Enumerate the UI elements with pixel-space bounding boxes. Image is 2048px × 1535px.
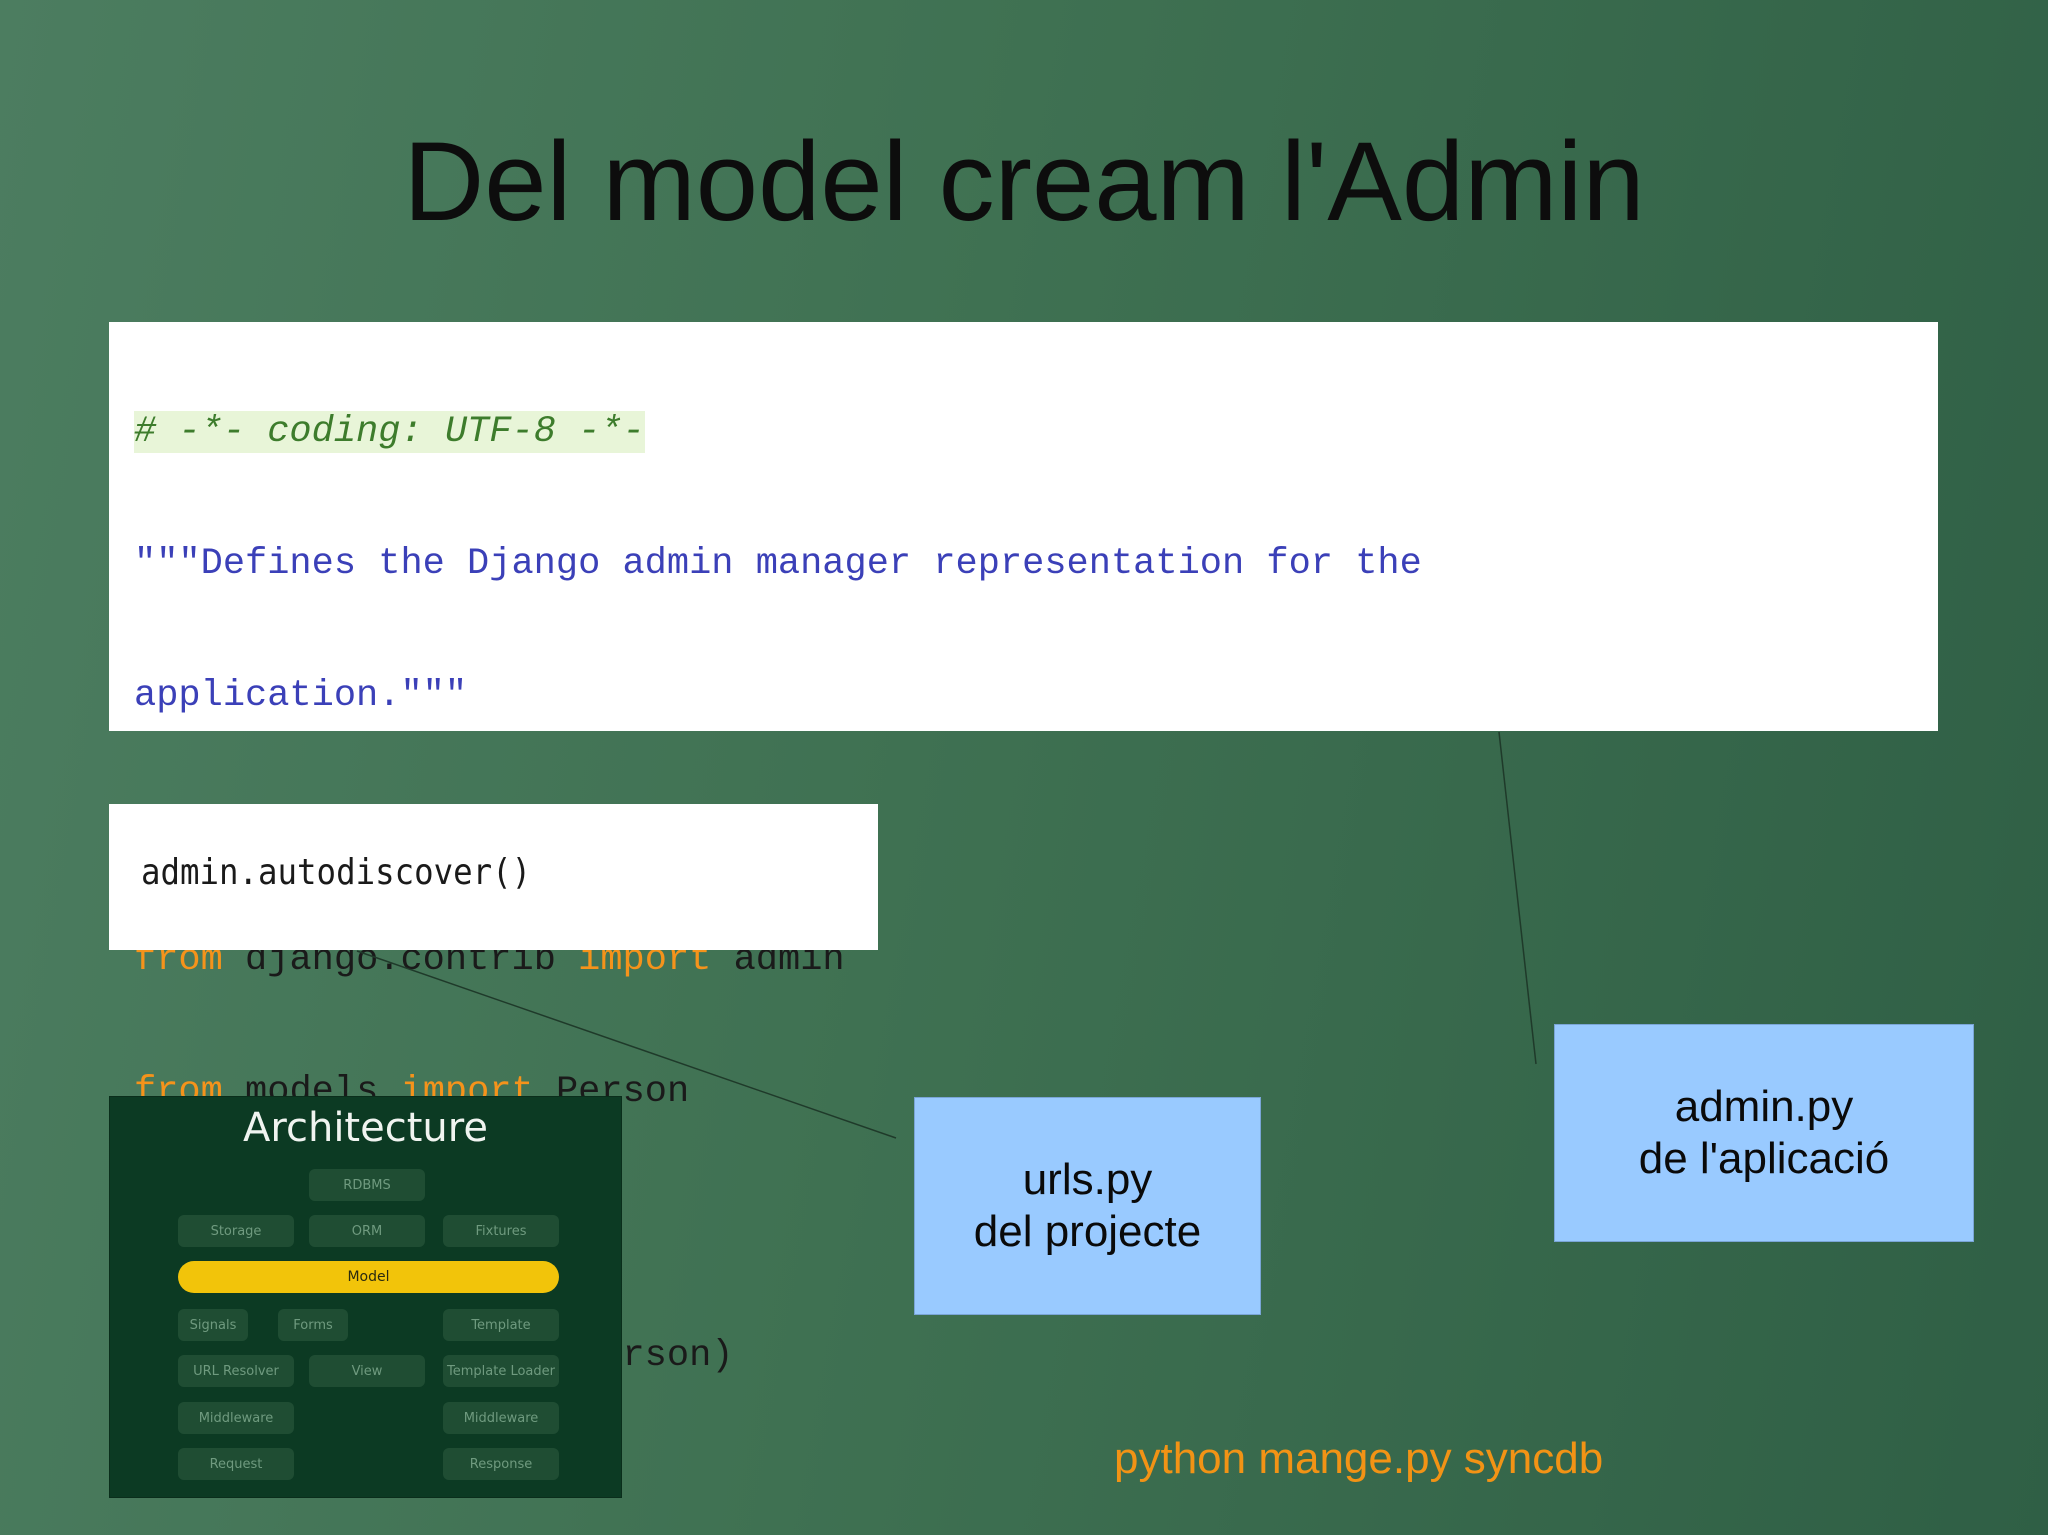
urls-py-box: urls.py del projecte [914,1097,1261,1315]
urls-box-line-1: urls.py [1022,1155,1153,1204]
architecture-diagram: Architecture RDBMS Storage ORM Fixtures … [109,1096,622,1498]
node-template: Template [443,1309,559,1341]
autodiscover-panel: admin.autodiscover() [109,804,878,950]
connector-admin [1498,731,1537,1065]
autodiscover-code: admin.autodiscover() [141,852,532,893]
node-model: Model [178,1261,559,1293]
admin-box-line-1: admin.py [1674,1082,1854,1131]
node-middleware-left: Middleware [178,1402,294,1434]
node-fixtures: Fixtures [443,1215,559,1247]
code-line-comment: # -*- coding: UTF-8 -*- [134,410,1422,454]
syncdb-command: python mange.py syncdb [1114,1434,1604,1483]
node-forms: Forms [278,1309,348,1341]
node-response: Response [443,1448,559,1480]
admin-box-line-2: de l'aplicació [1638,1134,1890,1183]
architecture-title: Architecture [243,1105,488,1151]
urls-box-line-2: del projecte [973,1207,1202,1256]
coding-comment: # -*- coding: UTF-8 -*- [134,411,645,453]
slide-title: Del model cream l'Admin [403,119,1645,244]
node-template-loader: Template Loader [443,1355,559,1387]
node-storage: Storage [178,1215,294,1247]
node-view: View [309,1355,425,1387]
node-rdbms: RDBMS [309,1169,425,1201]
node-middleware-right: Middleware [443,1402,559,1434]
node-url-resolver: URL Resolver [178,1355,294,1387]
admin-code-panel: # -*- coding: UTF-8 -*- """Defines the D… [109,322,1938,1377]
node-request: Request [178,1448,294,1480]
docstring-line-1: """Defines the Django admin manager repr… [134,543,1422,585]
node-orm: ORM [309,1215,425,1247]
node-signals: Signals [178,1309,248,1341]
docstring-line-2: application.""" [134,675,468,717]
admin-py-box: admin.py de l'aplicació [1554,1024,1974,1242]
